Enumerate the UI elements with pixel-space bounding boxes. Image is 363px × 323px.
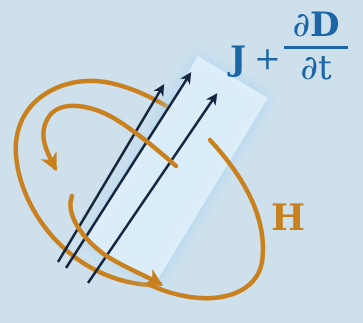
field-loop-outer-back xyxy=(13,78,213,288)
plus-sign: + xyxy=(254,39,281,77)
partial-symbol: ∂ xyxy=(292,5,311,45)
conductor xyxy=(85,56,268,284)
field-loop-inner-top xyxy=(117,119,179,169)
arrow-up-right-icon xyxy=(86,93,218,284)
displacement-current-fraction: ∂D ∂t xyxy=(282,8,350,85)
current-density-symbol: J xyxy=(230,39,247,79)
field-loop-inner-front xyxy=(68,193,164,287)
time-symbol: t xyxy=(317,48,332,88)
magnetic-field-label: H xyxy=(271,197,306,239)
field-loop-outer-front xyxy=(147,137,266,301)
fraction-bar xyxy=(284,46,348,49)
partial-symbol: ∂ xyxy=(300,48,318,88)
fraction-numerator: ∂D xyxy=(282,8,350,42)
arrow-up-right-icon xyxy=(56,83,165,263)
field-loop-inner-back xyxy=(40,103,123,172)
fraction-denominator: ∂t xyxy=(282,51,350,85)
displacement-field-symbol: D xyxy=(310,5,340,45)
